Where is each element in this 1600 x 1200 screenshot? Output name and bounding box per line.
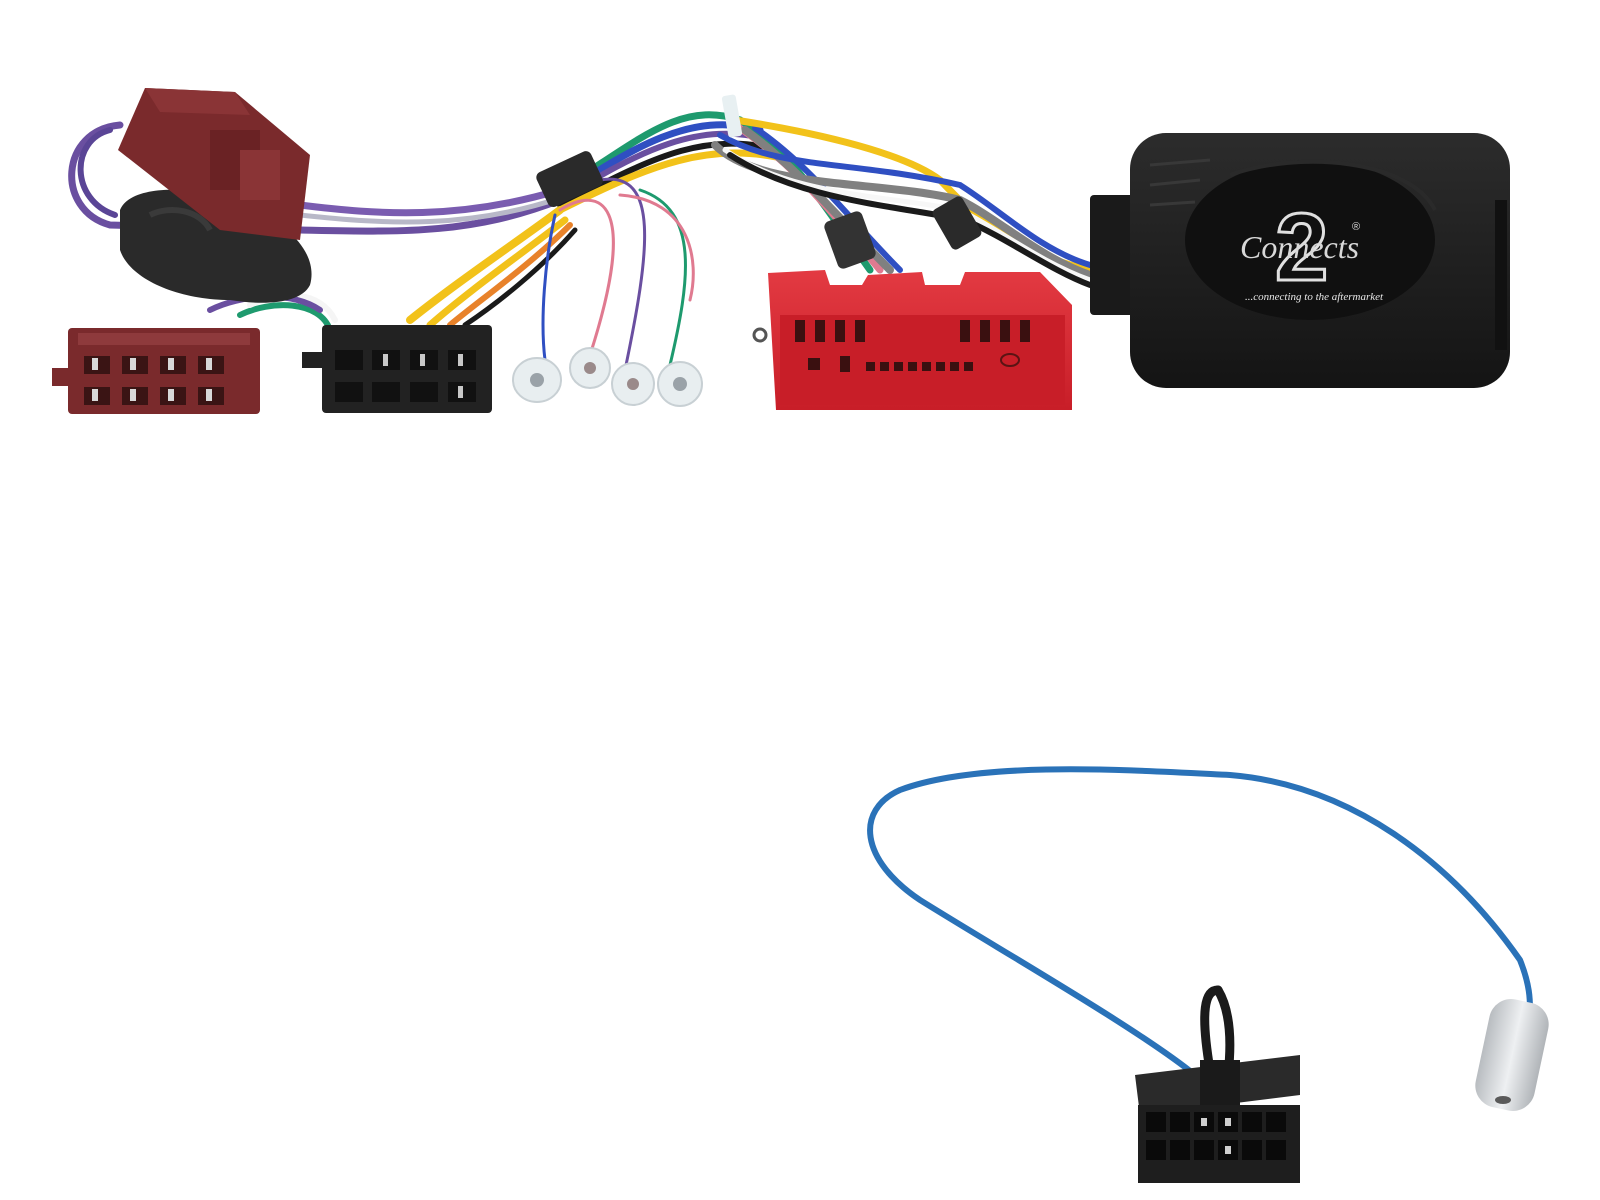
rca-sockets xyxy=(512,347,703,407)
vehicle-connector-red xyxy=(752,270,1072,410)
interface-module: 2 Connects ® ...connecting to the afterm… xyxy=(1090,133,1510,388)
patch-lead-jack-plug xyxy=(1475,999,1549,1111)
brand-numeral: 2 xyxy=(1275,194,1328,301)
tagline: ...connecting to the aftermarket xyxy=(1245,291,1384,303)
registered-mark: ® xyxy=(1352,221,1360,233)
brand-script: Connects xyxy=(1240,229,1359,265)
iso-connector-black xyxy=(302,325,492,413)
iso-connector-maroon-top xyxy=(118,88,310,240)
patch-lead-12-pin-connector xyxy=(1135,1055,1300,1183)
iso-connector-maroon xyxy=(52,328,260,414)
heat-shrink-sleeves xyxy=(536,94,982,269)
patch-lead xyxy=(867,766,1549,1183)
